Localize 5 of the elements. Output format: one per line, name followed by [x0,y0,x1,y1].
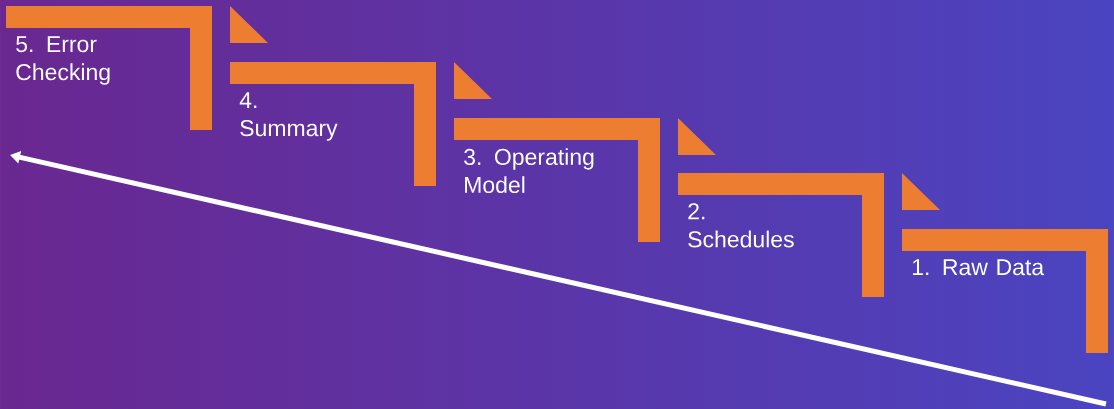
step-bracket: 1. Raw Data [902,229,1108,353]
step-bracket: 2. Schedules [678,173,884,297]
step-bracket: 4. Summary [230,62,436,186]
step-bracket: 5. Error Checking [6,6,212,130]
step-bracket: 3. Operating Model [454,118,660,242]
